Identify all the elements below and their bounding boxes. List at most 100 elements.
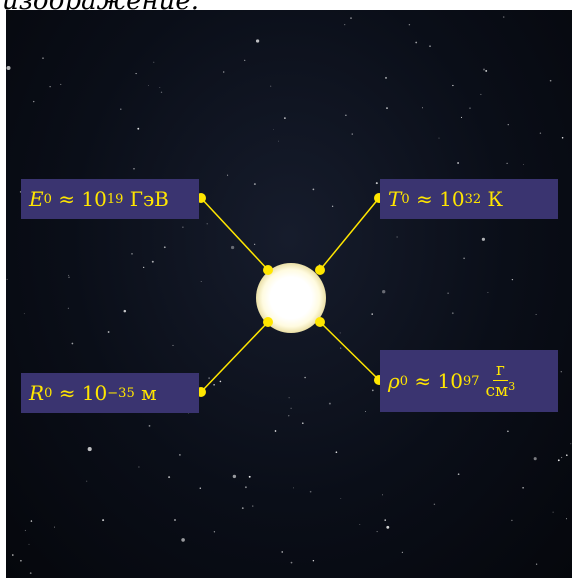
background-star	[86, 480, 88, 482]
background-star	[254, 243, 256, 245]
background-star	[386, 525, 390, 529]
energy-symbol: E	[29, 187, 44, 211]
background-star	[253, 183, 256, 186]
background-star	[560, 456, 563, 459]
density-unit-denominator: см3	[486, 380, 516, 401]
background-star	[6, 278, 8, 280]
background-star	[480, 93, 482, 95]
background-star	[385, 76, 387, 79]
background-star	[219, 380, 222, 383]
background-star	[457, 473, 460, 476]
background-star	[340, 347, 342, 349]
background-star	[457, 162, 460, 164]
background-star	[309, 490, 312, 493]
background-star	[232, 474, 237, 479]
background-star	[290, 561, 293, 564]
background-star	[539, 132, 542, 134]
background-star	[557, 459, 560, 462]
background-star	[102, 519, 105, 522]
background-star	[560, 371, 562, 373]
background-star	[53, 526, 55, 528]
background-star	[533, 457, 537, 461]
background-star	[60, 83, 62, 85]
background-star	[452, 84, 454, 87]
background-star	[535, 314, 537, 316]
background-star	[168, 476, 171, 479]
connector-radius	[200, 321, 269, 393]
background-star	[328, 402, 331, 405]
background-star	[570, 443, 572, 445]
background-star	[502, 16, 505, 18]
background-star	[213, 383, 215, 386]
background-star	[481, 237, 485, 241]
background-star	[42, 57, 44, 59]
background-star	[68, 276, 70, 278]
background-star	[290, 407, 292, 409]
background-star	[384, 519, 386, 521]
background-star	[274, 430, 277, 432]
background-star	[160, 91, 163, 93]
background-star	[148, 425, 151, 427]
background-star	[284, 117, 286, 119]
density-unit-den-exponent: 3	[508, 380, 516, 393]
background-star	[159, 86, 161, 88]
background-star	[312, 559, 315, 562]
background-star	[469, 107, 471, 109]
background-star	[293, 487, 294, 489]
background-star	[401, 551, 404, 554]
background-star	[396, 236, 398, 238]
dot-temperature-star	[315, 265, 325, 275]
background-star	[345, 114, 347, 117]
background-star	[511, 278, 514, 281]
dot-density-star	[315, 317, 325, 327]
background-star	[438, 137, 440, 139]
background-star	[433, 503, 436, 505]
background-star	[23, 313, 25, 315]
background-star	[255, 39, 260, 43]
density-subscript: 0	[399, 373, 409, 389]
background-star	[135, 73, 137, 75]
background-star	[252, 505, 254, 507]
background-star	[288, 397, 290, 399]
background-star	[375, 182, 378, 185]
background-star	[381, 494, 383, 496]
background-star	[143, 266, 145, 268]
background-star	[151, 260, 154, 263]
radius-symbol: R	[29, 381, 45, 405]
background-star	[535, 563, 538, 565]
background-star	[244, 59, 246, 62]
background-star	[447, 292, 449, 294]
background-star	[483, 68, 485, 71]
background-star	[223, 71, 225, 73]
background-star	[566, 454, 568, 457]
connector-temperature	[319, 197, 380, 271]
background-star	[371, 313, 373, 315]
background-star	[335, 451, 338, 454]
background-star	[278, 140, 279, 142]
background-star	[227, 174, 229, 176]
background-star	[199, 487, 202, 490]
temperature-approx: ≈ 10	[415, 187, 465, 211]
background-star	[30, 520, 33, 522]
background-star	[312, 188, 315, 191]
background-star	[179, 454, 181, 456]
background-star	[511, 519, 513, 522]
background-star	[429, 45, 431, 47]
background-star	[28, 543, 30, 545]
temperature-exponent: 32	[464, 191, 482, 207]
background-star	[386, 107, 388, 109]
background-star	[200, 281, 202, 283]
energy-exponent: 19	[106, 191, 124, 207]
background-star	[131, 253, 133, 255]
background-star	[339, 332, 341, 334]
density-exponent: 97	[462, 373, 480, 389]
background-star	[120, 108, 122, 110]
background-star	[371, 389, 374, 392]
background-star	[507, 430, 509, 433]
radius-approx: ≈ 10	[58, 381, 108, 405]
dot-radius-star	[263, 317, 273, 327]
background-star	[359, 523, 361, 525]
background-star	[107, 331, 110, 333]
